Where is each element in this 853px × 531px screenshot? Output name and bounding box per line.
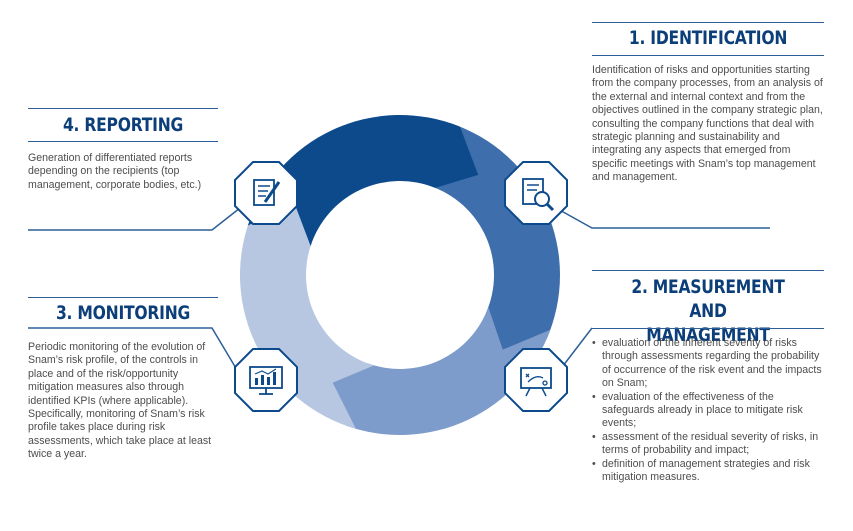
reporting-description: Generation of differentiated reports dep… <box>28 152 202 191</box>
connector-monitoring <box>28 327 241 376</box>
rule-measurement-top <box>592 270 824 271</box>
title-identification-text: IDENTIFICATION <box>650 27 788 49</box>
rule-reporting-bottom <box>28 141 218 142</box>
title-measurement-line1: MEASUREMENT AND <box>652 276 785 322</box>
number-reporting: 4 <box>62 114 74 136</box>
connector-identification <box>555 207 770 229</box>
connector-reporting <box>28 207 241 231</box>
measurement-bullet: assessment of the residual severity of r… <box>592 431 828 458</box>
measurement-bullet: evaluation of the effectiveness of the s… <box>592 391 828 431</box>
title-reporting-text: REPORTING <box>84 114 184 136</box>
document-magnifier-icon <box>504 161 568 225</box>
report-pen-icon <box>234 161 298 225</box>
strategy-board-icon <box>504 348 568 412</box>
title-identification: 1. IDENTIFICATION <box>628 27 788 49</box>
ring-segment-measurement <box>325 307 551 435</box>
monitoring-description: Periodic monitoring of the evolution of … <box>28 341 212 461</box>
rule-reporting-top <box>28 108 218 109</box>
measurement-bullet: evaluation of the inherent severity of r… <box>592 337 828 391</box>
identification-description: Identification of risks and opportunitie… <box>592 64 823 184</box>
measurement-bullet: definition of management strategies and … <box>592 458 828 485</box>
number-measurement: 2 <box>631 276 642 298</box>
rule-measurement-bottom <box>592 328 824 329</box>
number-identification: 1 <box>628 27 640 49</box>
monitor-chart-icon <box>234 348 298 412</box>
rule-monitoring-top <box>28 297 218 298</box>
rule-identification-bottom <box>592 55 824 56</box>
title-monitoring: 3. MONITORING <box>55 302 191 324</box>
title-monitoring-text: MONITORING <box>77 302 191 324</box>
title-reporting: 4. REPORTING <box>62 114 184 136</box>
measurement-bullet-list: evaluation of the inherent severity of r… <box>592 337 828 484</box>
ring-segment-reporting <box>247 115 479 246</box>
number-monitoring: 3 <box>55 302 67 324</box>
rule-identification-top <box>592 22 824 23</box>
